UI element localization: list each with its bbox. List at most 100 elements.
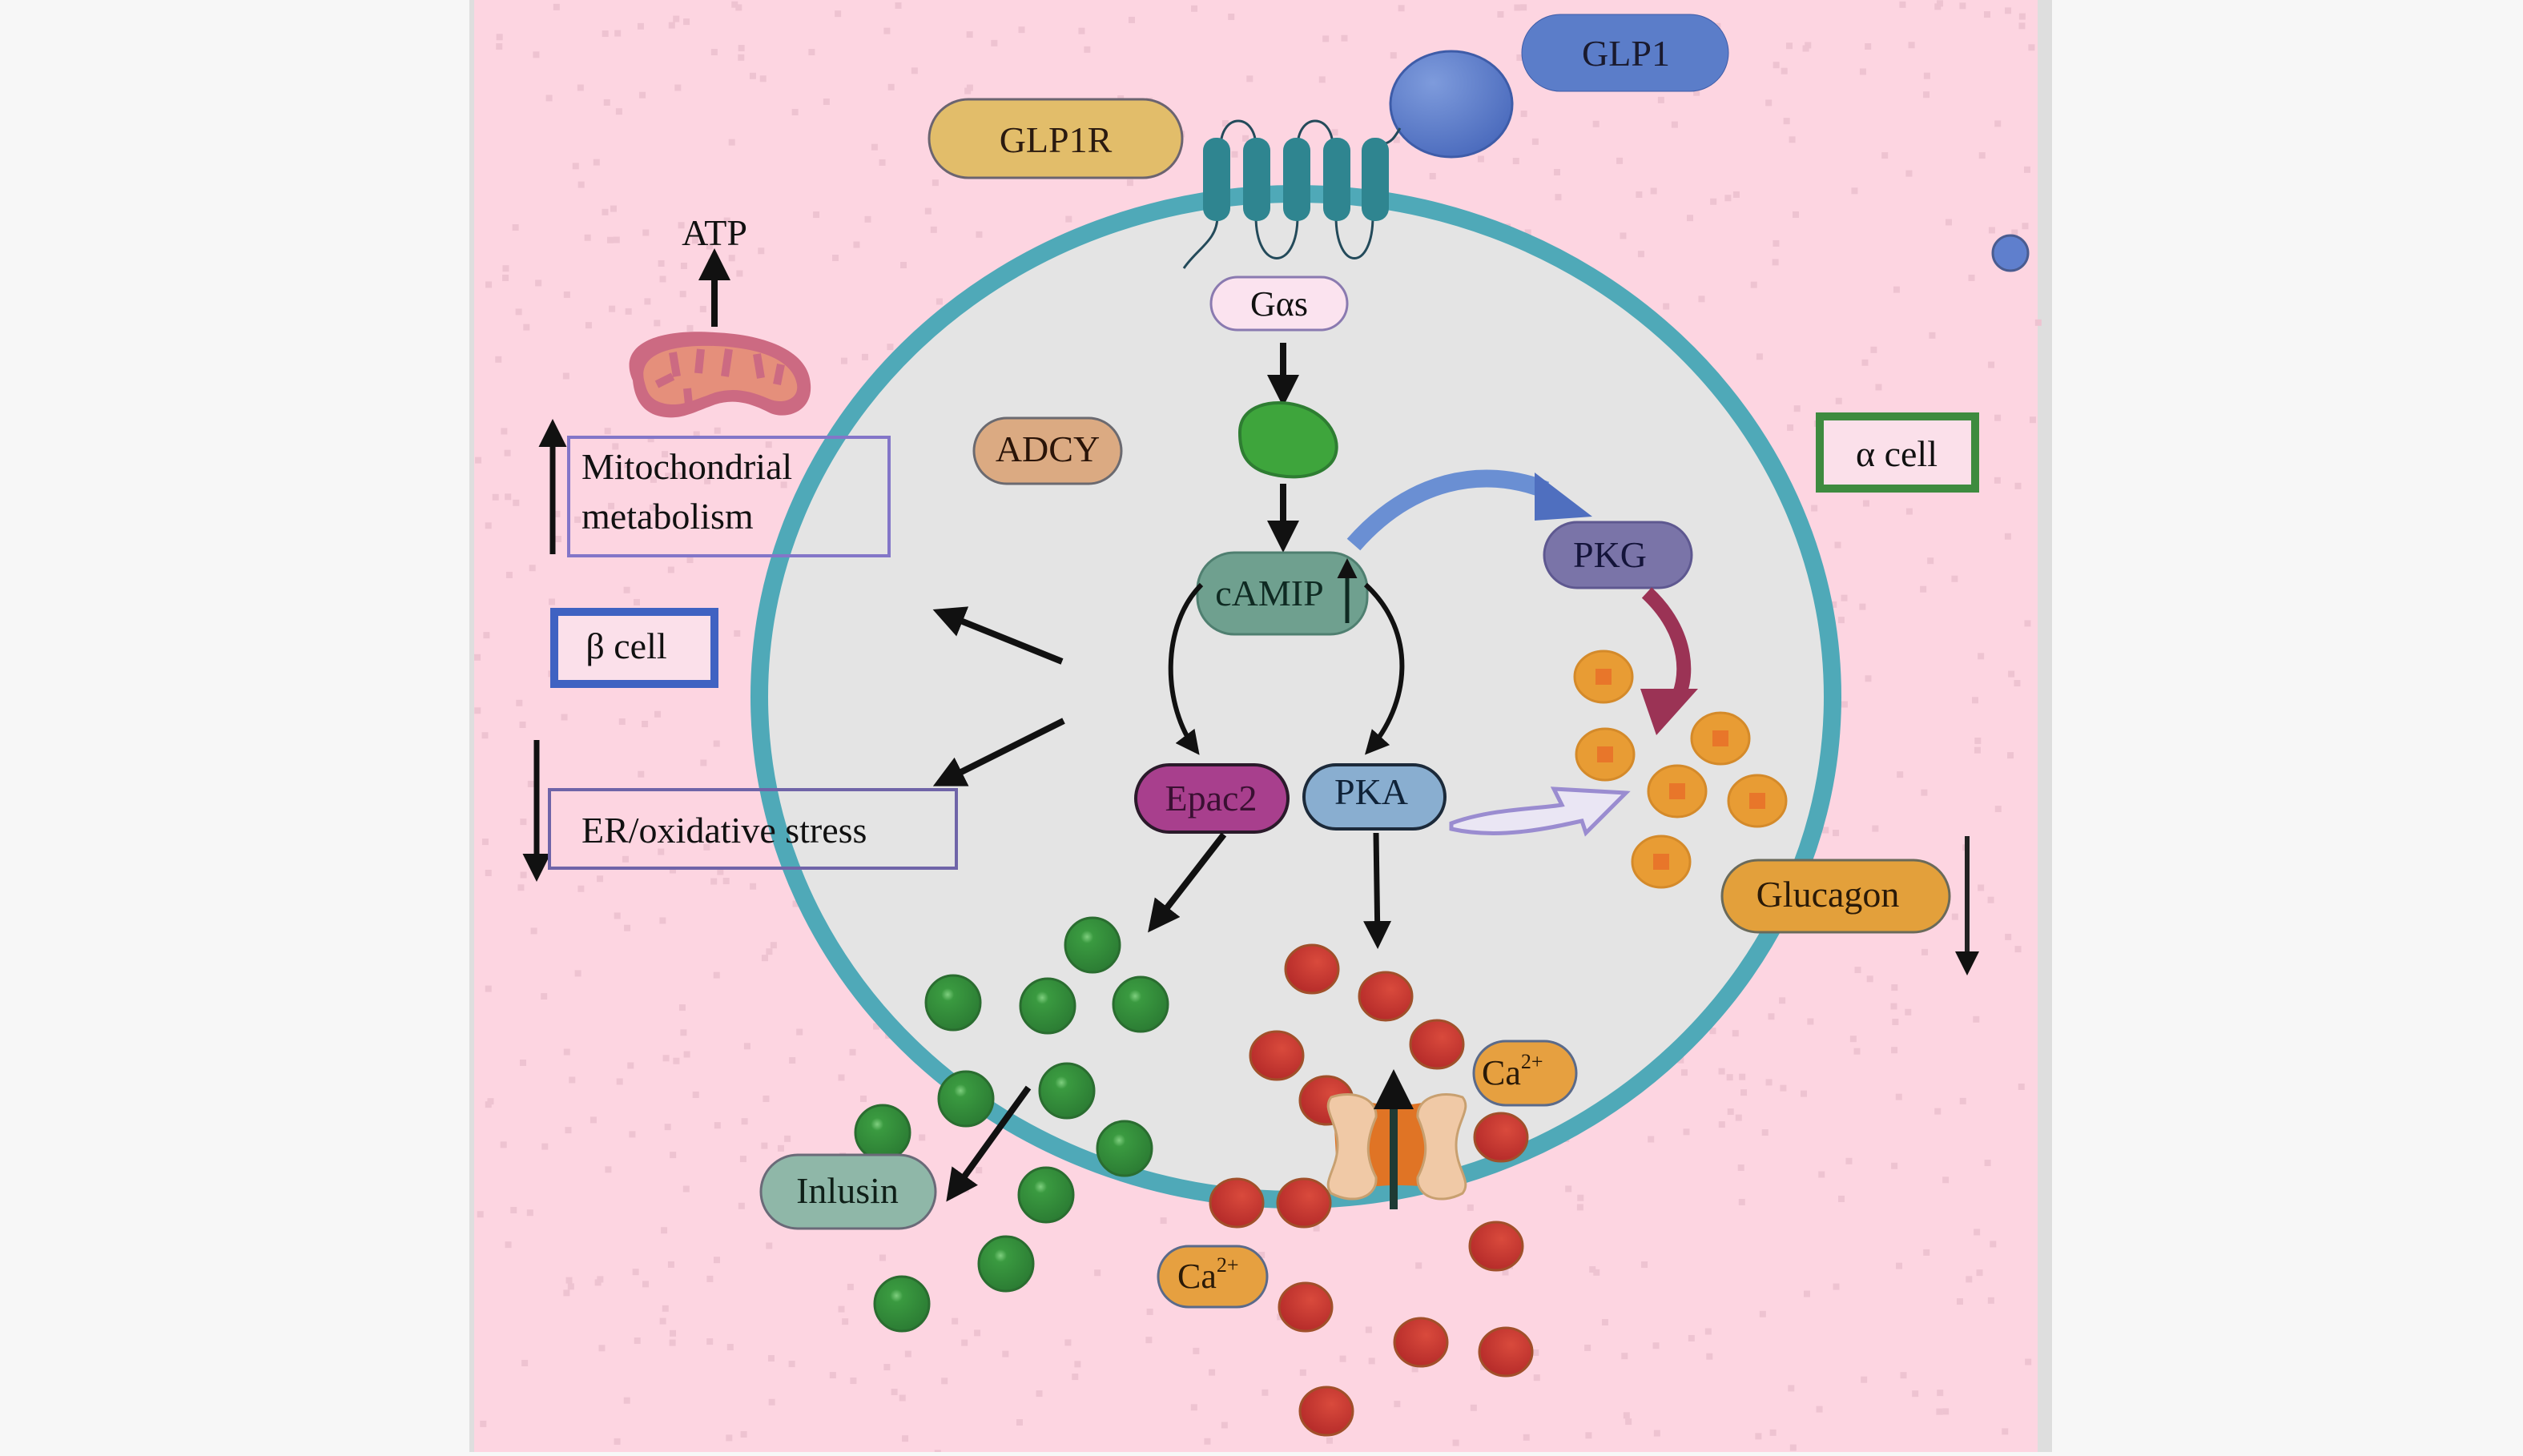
speckle	[1477, 155, 1484, 163]
arrow-pkg-head-icon	[1640, 689, 1698, 735]
speckle	[1231, 151, 1238, 158]
speckle	[670, 1329, 677, 1337]
speckle	[683, 1051, 690, 1058]
speckle	[2014, 482, 2022, 489]
speckle	[961, 1339, 968, 1346]
speckle	[1951, 913, 1958, 920]
speckle	[1221, 120, 1229, 127]
speckle	[738, 54, 745, 61]
speckle	[1978, 152, 1986, 159]
glucagon-node: Glucagon	[1720, 859, 1951, 934]
speckle	[1318, 76, 1326, 83]
speckle	[1951, 575, 1958, 582]
speckle	[1974, 737, 1982, 744]
speckle	[871, 143, 878, 151]
speckle	[962, 1186, 969, 1193]
speckle	[1653, 1430, 1660, 1437]
speckle	[1756, 353, 1763, 360]
speckle	[654, 320, 661, 327]
speckle	[1531, 138, 1539, 145]
glp1-receptor	[1182, 119, 1389, 269]
speckle	[1822, 827, 1829, 834]
speckle	[1191, 5, 1198, 12]
speckle	[952, 1317, 959, 1325]
speckle	[728, 255, 735, 262]
speckle	[1792, 211, 1799, 218]
speckle	[1927, 557, 1934, 565]
speckle	[625, 308, 632, 315]
speckle	[1787, 424, 1794, 431]
speckle	[521, 1360, 529, 1367]
speckle	[1959, 1097, 1966, 1104]
speckle	[1146, 1308, 1153, 1315]
speckle	[974, 1329, 981, 1337]
speckle	[1693, 89, 1700, 96]
speckle	[789, 1057, 796, 1064]
speckle	[642, 1281, 650, 1288]
speckle	[1841, 701, 1848, 708]
speckle	[541, 1143, 549, 1150]
speckle	[553, 3, 560, 10]
speckle	[1677, 1056, 1684, 1064]
speckle	[1861, 359, 1869, 366]
speckle	[736, 270, 743, 277]
glucagon-granule	[1647, 764, 1708, 818]
calcium-ion	[1209, 1177, 1265, 1229]
speckle	[1584, 1344, 1591, 1351]
speckle	[1228, 13, 1235, 20]
speckle	[520, 818, 527, 826]
speckle	[680, 1029, 687, 1036]
speckle	[608, 502, 615, 509]
speckle	[1978, 884, 1985, 891]
speckle	[1891, 984, 1898, 991]
er-oxidative-stress-box: ER/oxidative stress	[548, 788, 958, 870]
speckle	[2004, 533, 2011, 540]
speckle	[900, 262, 907, 269]
speckle	[726, 1434, 733, 1442]
speckle	[678, 1004, 686, 1012]
speckle	[738, 1202, 745, 1209]
speckle	[1942, 1176, 1950, 1184]
speckle	[1520, 111, 1527, 118]
speckle	[662, 451, 669, 458]
speckle	[743, 1043, 750, 1050]
speckle	[530, 927, 537, 935]
insulin-granule	[937, 1070, 995, 1128]
speckle	[496, 43, 503, 50]
speckle	[932, 179, 939, 187]
speckle	[713, 740, 720, 747]
speckle	[1769, 1429, 1777, 1436]
speckle	[1258, 1252, 1266, 1259]
speckle	[1065, 215, 1072, 223]
speckle	[1780, 1084, 1787, 1092]
speckle	[2005, 7, 2012, 14]
speckle	[1994, 806, 2002, 813]
speckle	[1735, 1114, 1742, 1121]
speckle	[1945, 219, 1952, 226]
speckle	[1084, 46, 1091, 53]
speckle	[1818, 1171, 1825, 1178]
epac2-label: Epac2	[1165, 778, 1257, 818]
speckle	[1788, 1385, 1795, 1392]
speckle	[1974, 1229, 1981, 1236]
speckle	[1520, 4, 1527, 11]
speckle	[1467, 1204, 1474, 1211]
speckle	[1908, 42, 1915, 49]
speckle	[813, 211, 820, 219]
speckle	[1313, 1225, 1320, 1232]
speckle	[1755, 1433, 1762, 1440]
speckle	[1394, 1401, 1401, 1408]
speckle	[1585, 1432, 1592, 1439]
arrow-camip-to-pka	[1363, 582, 1405, 755]
insulin-granule	[1064, 916, 1121, 974]
glp1r-label: GLP1R	[1000, 119, 1113, 160]
speckle	[585, 322, 592, 329]
speckle	[500, 1141, 507, 1148]
speckle	[1221, 1422, 1228, 1429]
speckle	[1739, 1073, 1746, 1080]
glucagon-granule	[1727, 774, 1788, 828]
speckle	[706, 243, 713, 250]
speckle	[505, 1241, 512, 1249]
speckle	[642, 721, 649, 728]
speckle	[1893, 286, 1900, 293]
